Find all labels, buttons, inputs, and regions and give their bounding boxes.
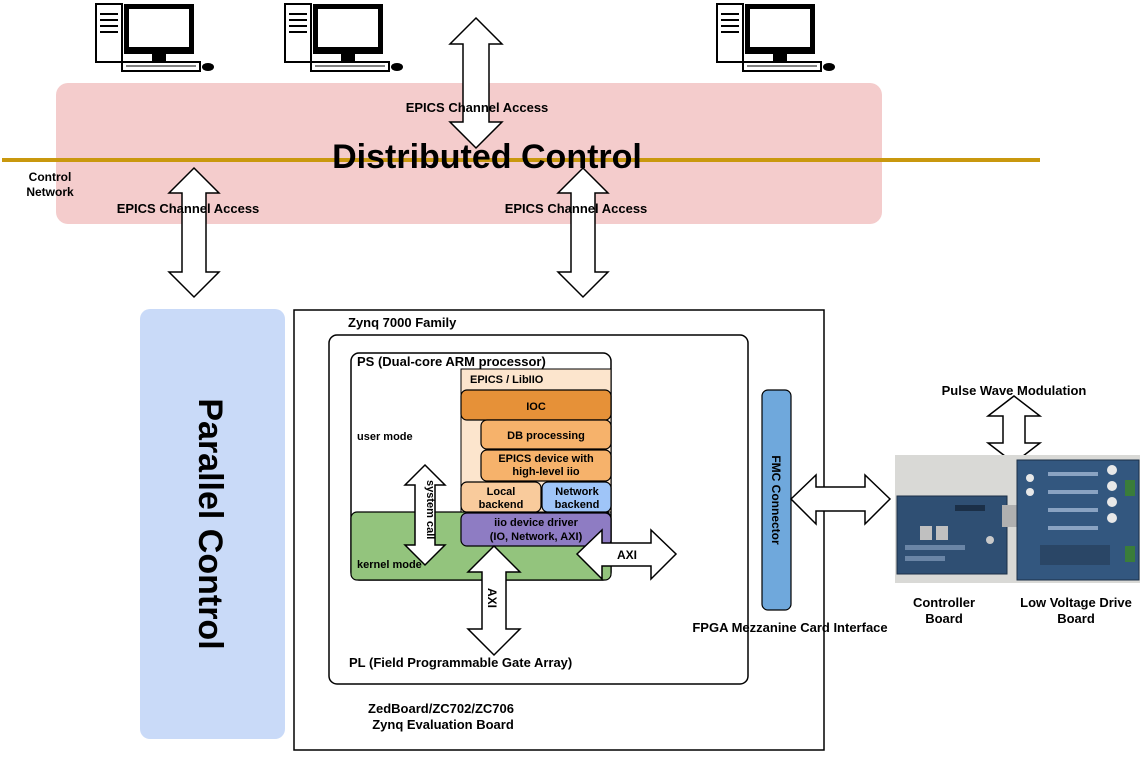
- control-network-label: Network: [26, 185, 74, 199]
- epics-liblio-label: EPICS / LibIIO: [470, 374, 544, 386]
- network-backend-block: [541, 481, 612, 513]
- db-processing-label: DB processing: [507, 430, 585, 442]
- fmc-connector-label: FMC Connector: [769, 455, 783, 545]
- pwm-label: Pulse Wave Modulation: [942, 383, 1087, 398]
- fmc-caption: FPGA Mezzanine Card Interface: [692, 620, 887, 635]
- board-name-label: Zynq Evaluation Board: [372, 717, 514, 732]
- lvd-board-label: Board: [1057, 611, 1095, 626]
- channel-access-arrow-top: [448, 16, 504, 150]
- zynq-family-label: Zynq 7000 Family: [348, 315, 457, 330]
- epics-device-label: high-level iio: [512, 466, 580, 478]
- iio-driver-label: (IO, Network, AXI): [490, 531, 583, 543]
- lvd-board-photo: [1016, 459, 1140, 581]
- workstation-icon: [284, 3, 404, 72]
- epics-channel-access-right: EPICS Channel Access: [505, 201, 648, 216]
- epics-device-label: EPICS device with: [498, 453, 594, 465]
- axi-down-label: AXI: [485, 588, 499, 608]
- distributed-control-title: Distributed Control: [332, 138, 642, 176]
- channel-access-arrow-right: [556, 166, 610, 299]
- parallel-control-band: [140, 309, 285, 739]
- controller-board-photo: [896, 495, 1008, 575]
- axi-right-label: AXI: [617, 548, 637, 562]
- boards-photo: [895, 455, 1140, 583]
- db-processing-block: [480, 419, 612, 450]
- axi-right-arrow: [575, 528, 678, 581]
- workstation-icon: [95, 3, 215, 72]
- ioc-label: IOC: [526, 401, 546, 413]
- local-backend-label: Local: [487, 486, 516, 498]
- fmc-board-arrow: [789, 473, 892, 526]
- local-backend-label: backend: [479, 499, 524, 511]
- pl-title: PL (Field Programmable Gate Array): [349, 655, 572, 670]
- controller-board-label: Board: [925, 611, 963, 626]
- distributed-control-band: [56, 83, 882, 224]
- controller-board-label: Controller: [913, 595, 975, 610]
- iio-driver-block: [460, 512, 612, 547]
- user-mode-label: user mode: [357, 431, 413, 443]
- axi-down-arrow: [466, 544, 522, 657]
- iio-driver-label: iio device driver: [494, 517, 578, 529]
- control-network-label: Control: [29, 170, 72, 184]
- local-backend-block: [460, 481, 542, 513]
- workstation-icon: [716, 3, 836, 72]
- network-backend-label: backend: [555, 499, 600, 511]
- kernel-mode-label: kernel mode: [357, 559, 422, 571]
- system-call-arrow: [403, 463, 447, 567]
- lvd-board-label: Low Voltage Drive: [1020, 595, 1132, 610]
- pwm-arrow: [985, 395, 1043, 464]
- network-backend-label: Network: [555, 486, 599, 498]
- epics-channel-access-top: EPICS Channel Access: [406, 100, 549, 115]
- epics-device-block: [480, 449, 612, 482]
- parallel-control-title: Parallel Control: [191, 398, 229, 649]
- system-call-label: system call: [424, 480, 436, 539]
- channel-access-arrow-left: [167, 166, 221, 299]
- ps-title: PS (Dual-core ARM processor): [357, 354, 546, 369]
- epics-channel-access-left: EPICS Channel Access: [117, 201, 260, 216]
- board-name-label: ZedBoard/ZC702/ZC706: [368, 701, 514, 716]
